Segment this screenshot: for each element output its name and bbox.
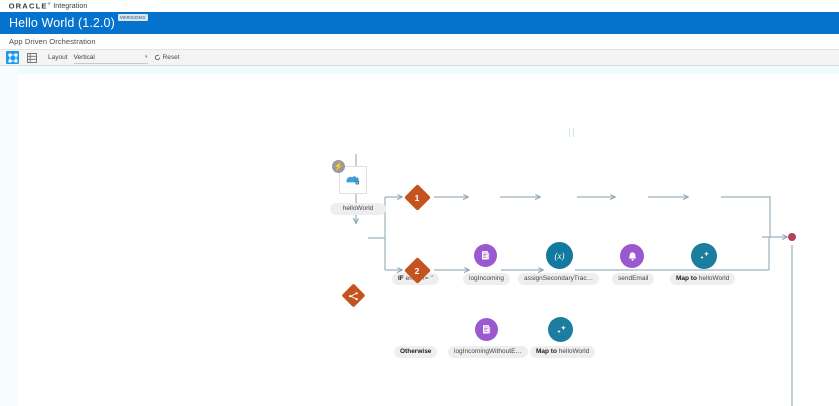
branch-2-condition: Otherwise: [394, 346, 438, 358]
step-sendemail[interactable]: [620, 244, 644, 268]
versions-badge[interactable]: VERSIONS: [117, 14, 148, 21]
chevron-down-icon: ▾: [145, 53, 148, 60]
start-node-card[interactable]: [339, 166, 367, 194]
canvas-left-gutter: [0, 66, 18, 406]
canvas-top-band: [18, 66, 839, 74]
text-cursor-artifact: [569, 128, 574, 137]
step-logincoming-label: logIncoming: [463, 273, 511, 285]
product-name: Integration: [53, 2, 88, 10]
step-map-to-helloworld-1[interactable]: [691, 243, 717, 269]
oracle-global-bar: ORACLE® Integration: [0, 0, 839, 12]
step-map-to-helloworld-2-label: Map to helloWorld: [530, 346, 596, 358]
switch-fork-icon: [349, 291, 358, 300]
oracle-wordmark: ORACLE: [8, 1, 48, 11]
map-prefix-2: Map to: [536, 348, 557, 355]
integration-canvas[interactable]: ⚡ helloWorld 1 IF email != '' logIncomin: [0, 66, 839, 406]
step-logincoming-without-email[interactable]: [475, 318, 498, 341]
switch-node-shape[interactable]: [341, 283, 366, 308]
step-map-to-helloworld-2[interactable]: [548, 317, 573, 342]
graph-view-icon: [8, 53, 17, 62]
reset-label: Reset: [162, 54, 180, 61]
switch-node[interactable]: [341, 283, 366, 308]
step-logincoming-without-email-label: logIncomingWithoutE…: [448, 346, 528, 358]
integration-style-bar: App Driven Orchestration: [0, 34, 839, 49]
branch-number-shape[interactable]: 1: [404, 184, 431, 211]
logger-icon: [482, 251, 490, 260]
soap-connection-icon: [346, 176, 359, 185]
assign-variable-icon: (x): [554, 250, 565, 261]
list-view-button[interactable]: [25, 51, 38, 64]
reset-icon: [154, 54, 160, 61]
list-view-icon: [26, 52, 37, 63]
page-title: Hello World (1.2.0): [9, 16, 115, 30]
oracle-logo: ORACLE®: [9, 1, 51, 11]
branch-2-diamond[interactable]: 2: [404, 257, 431, 284]
trademark-symbol: ®: [47, 1, 51, 7]
branch-2-condition-text: Otherwise: [400, 348, 432, 355]
step-assign-secondary[interactable]: (x): [546, 242, 573, 269]
logger-icon: [483, 325, 491, 334]
merge-point[interactable]: [788, 233, 796, 241]
mapper-icon: [700, 251, 709, 260]
branch-1-number: 1: [415, 192, 420, 203]
integration-title-bar: Hello World (1.2.0) VERSIONS: [0, 12, 839, 34]
branch-number-shape[interactable]: 2: [404, 257, 431, 284]
start-node[interactable]: ⚡: [332, 160, 367, 194]
graph-view-button[interactable]: [6, 51, 19, 64]
notification-bell-icon: [628, 251, 636, 261]
step-map-to-helloworld-1-label: Map to helloWorld: [670, 273, 736, 285]
layout-label: Layout: [48, 54, 68, 61]
map-target-1: helloWorld: [698, 275, 730, 282]
start-node-label: helloWorld: [330, 203, 386, 215]
reset-button[interactable]: Reset: [154, 54, 180, 61]
layout-select[interactable]: Vertical ▾: [73, 52, 148, 64]
map-prefix-1: Map to: [676, 275, 697, 282]
canvas-toolbar: Layout Vertical ▾ Reset: [0, 49, 839, 66]
integration-style-label: App Driven Orchestration: [9, 37, 96, 46]
map-target-2: helloWorld: [558, 348, 590, 355]
branch-2-number: 2: [415, 265, 420, 276]
branch-1-condition-prefix: IF: [398, 275, 404, 282]
mapper-icon: [556, 324, 566, 333]
branch-1-diamond[interactable]: 1: [404, 184, 431, 211]
step-logincoming[interactable]: [474, 244, 497, 267]
step-assign-secondary-label: assignSecondaryTrac…: [518, 273, 600, 285]
lightning-trigger-icon: ⚡: [332, 160, 345, 173]
step-sendemail-label: sendEmail: [612, 273, 655, 285]
layout-select-value: Vertical: [73, 53, 95, 61]
